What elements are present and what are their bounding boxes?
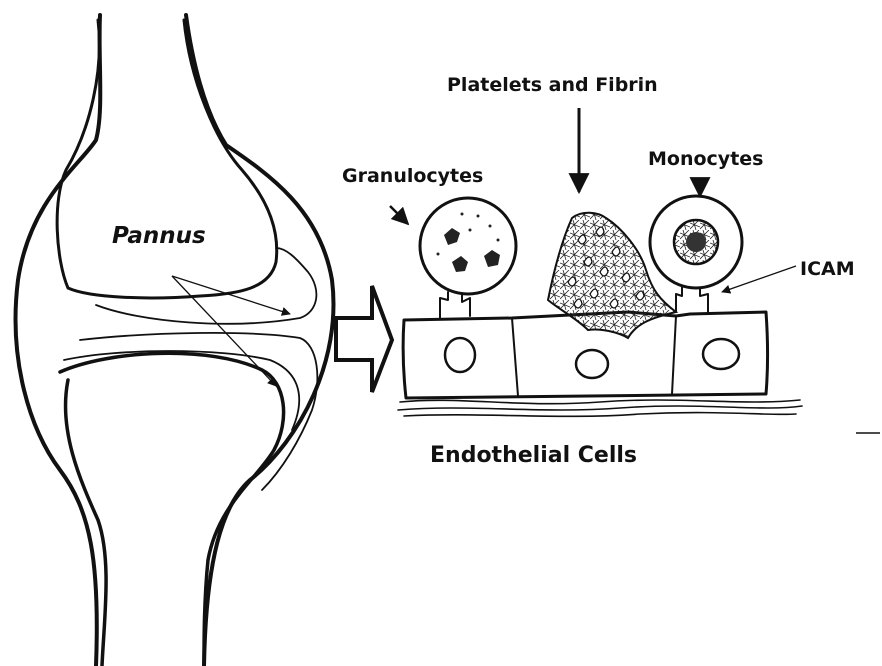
monocytes-label: Monocytes: [648, 148, 763, 170]
cell-nucleus-3: [703, 339, 739, 369]
cell-border-1: [512, 318, 518, 396]
vessel-illustration: Granulocytes Platelets and Fibrin Monocy…: [342, 74, 855, 468]
monocyte-cell: [650, 196, 742, 312]
granulocyte-adhesion-stalk: [440, 292, 470, 318]
pannus-label: Pannus: [112, 223, 206, 249]
platelets-fibrin-label: Platelets and Fibrin: [447, 74, 658, 96]
cell-nucleus-1: [445, 338, 475, 372]
icam-label: ICAM: [800, 258, 855, 280]
pannus-tissue-lower: [64, 351, 299, 430]
joint-capsule-outline: [16, 15, 101, 666]
monocyte-adhesion-stalk: [676, 286, 708, 312]
endothelial-cells-label: Endothelial Cells: [430, 443, 637, 468]
granulocyte-cell: [420, 198, 516, 318]
granulocytes-arrow: [390, 206, 408, 224]
cell-nucleus-2: [576, 350, 608, 378]
transition-arrow: [336, 286, 392, 392]
granulocytes-label: Granulocytes: [342, 165, 483, 187]
basement-membrane: [398, 400, 802, 416]
platelet-fibrin-clot: [548, 213, 676, 338]
cell-border-2: [672, 316, 676, 394]
joint-illustration: Pannus: [16, 15, 334, 666]
